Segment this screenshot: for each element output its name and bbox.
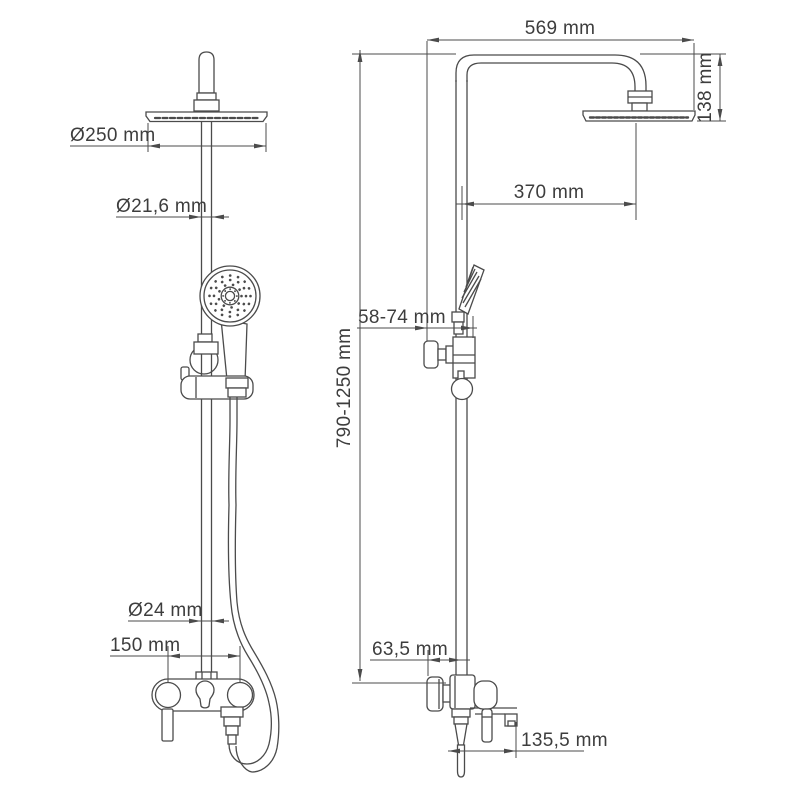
pipe-top-cap bbox=[198, 51, 215, 94]
mixer-front bbox=[151, 671, 255, 745]
rain-shower-head-side bbox=[582, 90, 696, 122]
dim-label-wall-clearance: 58-74 mm bbox=[358, 307, 446, 328]
outlet-side bbox=[451, 708, 471, 718]
dim-label-lower-pipe-diameter: Ø24 mm bbox=[128, 600, 203, 621]
mixer-body-side bbox=[449, 674, 476, 710]
dim-label-outlet-offset: 63,5 mm bbox=[372, 639, 448, 660]
slider-bracket-front bbox=[180, 333, 219, 381]
hose-outlet-nut bbox=[220, 706, 244, 718]
spray-nozzle-ring-middle bbox=[212, 278, 248, 314]
hand-shower-front bbox=[199, 265, 261, 327]
mixer-left-union bbox=[154, 681, 182, 709]
dimensions-front: Ø250 mm Ø21,6 mm Ø24 mm 150 mm bbox=[70, 123, 267, 682]
spray-center-rosette bbox=[220, 286, 240, 306]
hand-shower-handle-front bbox=[220, 318, 248, 382]
diverter-knob bbox=[195, 680, 215, 709]
dim-label-head-drop: 138 mm bbox=[695, 52, 716, 122]
hand-shower-side bbox=[451, 264, 485, 335]
slider-bracket-side bbox=[423, 336, 476, 401]
mixer-lever-front bbox=[161, 708, 174, 742]
side-view bbox=[423, 41, 696, 778]
slider-knob bbox=[450, 377, 474, 401]
dimensions-side: 569 mm 138 mm 370 mm 58-74 mm 790-1250 m… bbox=[334, 18, 726, 758]
dim-label-head-diameter: Ø250 mm bbox=[70, 125, 156, 146]
shower-arm-outer bbox=[455, 54, 647, 91]
riser-pipe-side bbox=[455, 54, 647, 677]
mixer-handle-side bbox=[473, 680, 498, 710]
mixer-lever-side bbox=[481, 708, 493, 743]
dim-label-column-height: 790-1250 mm bbox=[334, 328, 355, 449]
rain-shower-head-front bbox=[145, 111, 268, 123]
front-view bbox=[145, 51, 280, 773]
shower-hose-front bbox=[227, 397, 280, 773]
shower-arm-inner bbox=[466, 62, 636, 91]
dim-label-riser-diameter: Ø21,6 mm bbox=[116, 196, 207, 217]
hand-shower-connector-front bbox=[225, 377, 249, 398]
dim-label-faucet-centers: 150 mm bbox=[110, 635, 180, 656]
mixer-wall-flange bbox=[426, 676, 444, 712]
mixer-side bbox=[426, 674, 518, 778]
wall-plate-side bbox=[423, 340, 439, 369]
dim-label-bracket-depth: 135,5 mm bbox=[521, 730, 608, 751]
spray-nozzle-ring-outer bbox=[208, 274, 252, 318]
spray-nozzle-ring-inner bbox=[217, 283, 243, 309]
dim-label-head-offset: 370 mm bbox=[514, 182, 584, 203]
dim-label-arm-reach: 569 mm bbox=[525, 18, 595, 39]
